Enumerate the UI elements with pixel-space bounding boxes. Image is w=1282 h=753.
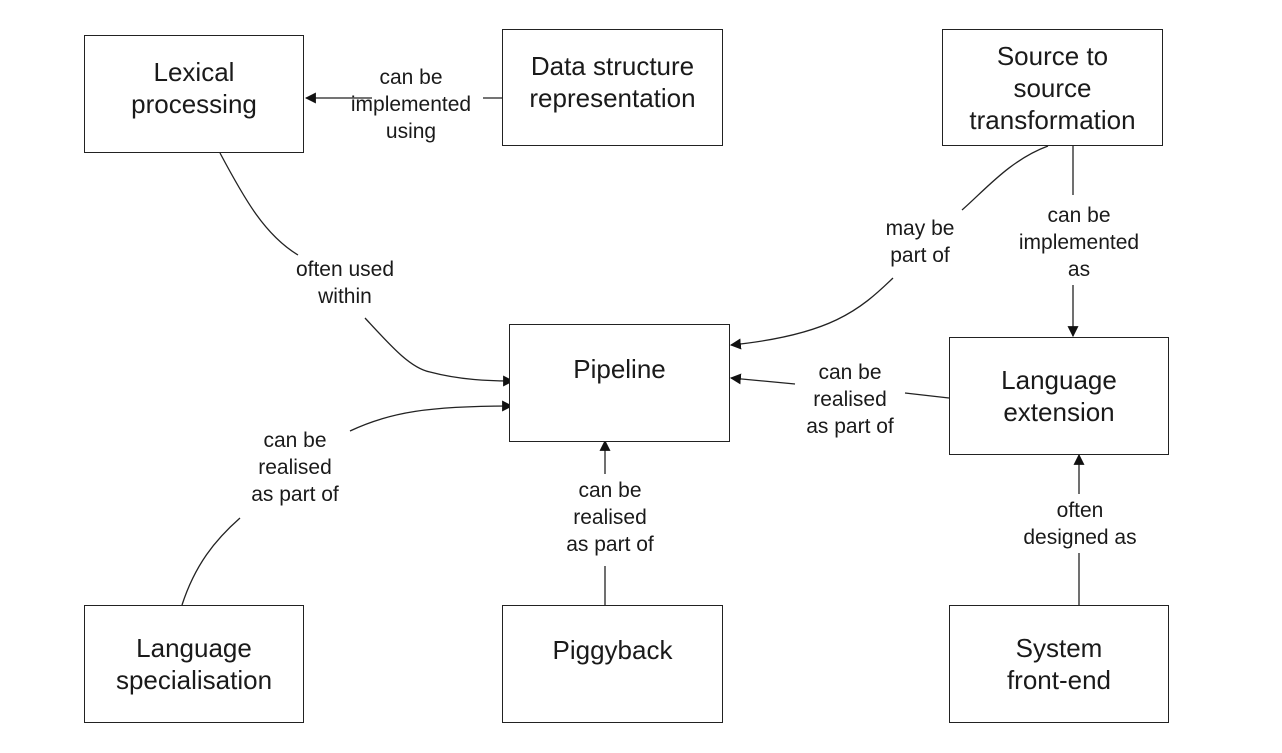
edge-specialisation-pipeline-b xyxy=(349,400,514,432)
edge-extension-pipeline-a xyxy=(904,392,950,399)
label-pig-can-be-realised-as-part-of: can be realised as part of xyxy=(566,479,654,556)
node-language-extension: Language extension xyxy=(949,337,1169,455)
label-often-designed-as: often designed as xyxy=(1023,499,1137,549)
node-pipeline: Pipeline xyxy=(509,324,730,442)
label-often-used-within: often used within xyxy=(295,258,395,308)
edge-specialisation-pipeline-a xyxy=(181,517,241,606)
node-lexical-processing: Lexical processing xyxy=(84,35,304,153)
node-piggyback: Piggyback xyxy=(502,605,723,723)
label-may-be-part-of: may be part of xyxy=(885,217,955,267)
label-spec-can-be-realised-as-part-of: can be realised as part of xyxy=(251,429,339,506)
edge-extension-pipeline-b xyxy=(729,373,796,385)
node-data-structure-representation: Data structure representation xyxy=(502,29,723,146)
node-language-specialisation: Language specialisation xyxy=(84,605,304,723)
edge-source-pipeline-a xyxy=(961,145,1049,211)
label-can-be-implemented-using: can be implemented using xyxy=(350,66,472,143)
label-ext-can-be-realised-as-part-of: can be realised as part of xyxy=(806,361,894,438)
edge-source-pipeline-b xyxy=(729,277,894,350)
edge-lexical-pipeline-a xyxy=(219,152,299,256)
node-system-front-end: System front-end xyxy=(949,605,1169,723)
edge-lexical-pipeline-b xyxy=(364,317,515,387)
label-can-be-implemented-as: can be implemented as xyxy=(1018,204,1140,281)
node-source-to-source-transformation: Source to source transformation xyxy=(942,29,1163,146)
